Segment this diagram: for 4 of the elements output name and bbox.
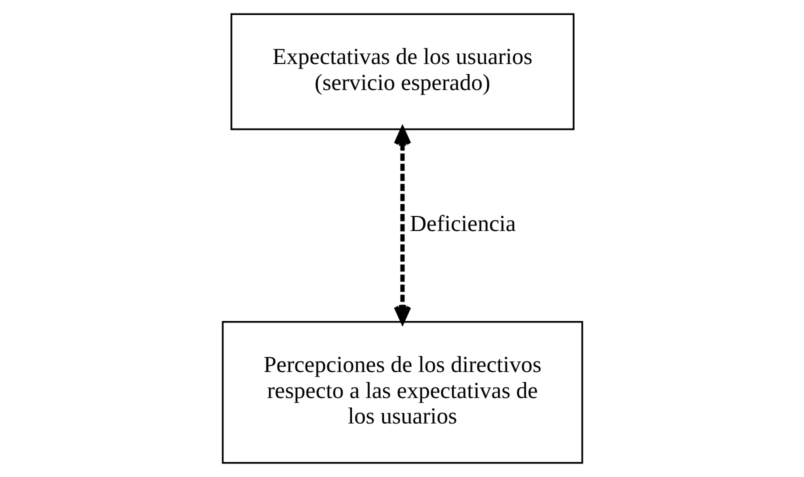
arrow bbox=[393, 127, 411, 324]
node-box: Expectativas de los usuarios (servicio esperado) bbox=[230, 13, 574, 130]
edge-label: Deficiencia bbox=[409, 211, 516, 236]
node-box: Percepciones de los directivos respecto a las expectativas de los usuarios bbox=[221, 321, 583, 464]
